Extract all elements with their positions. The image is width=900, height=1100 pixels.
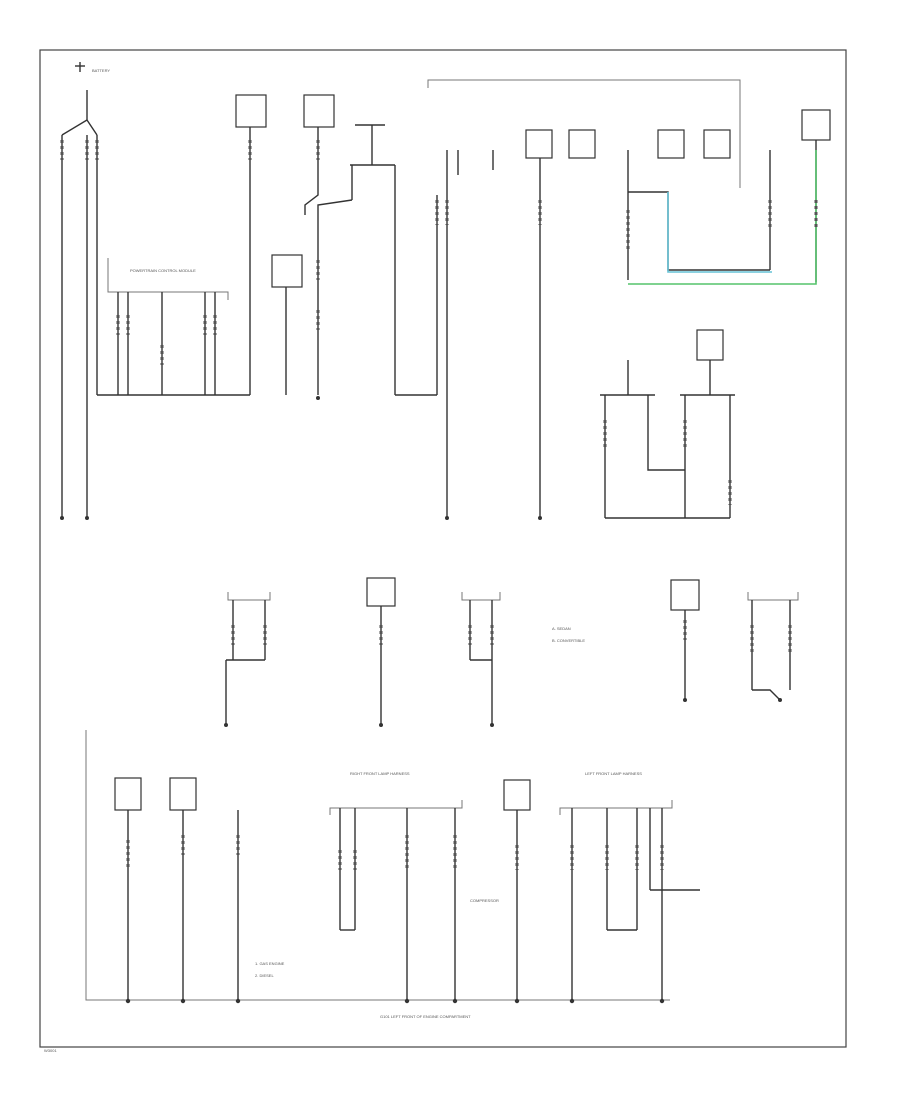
- ground-point: [316, 396, 320, 400]
- fuse-2: [525, 129, 553, 518]
- ground-point: [85, 516, 89, 520]
- svg-text:LEFT FRONT LAMP HARNESS: LEFT FRONT LAMP HARNESS: [585, 771, 642, 776]
- fuse-5: [628, 129, 770, 271]
- connector-4: [271, 254, 303, 395]
- module-far-right: [670, 579, 799, 701]
- bottom-section-frame: [85, 730, 670, 1001]
- blue-wire: [667, 192, 772, 273]
- ground-point: [538, 516, 542, 520]
- svg-text:POWERTRAIN CONTROL MODULE: POWERTRAIN CONTROL MODULE: [130, 268, 196, 273]
- ground-point: [379, 723, 383, 727]
- ground-point: [60, 516, 64, 520]
- fuse-3: [568, 129, 596, 159]
- svg-text:1. GAS ENGINE: 1. GAS ENGINE: [255, 961, 285, 966]
- fuse-block-bracket: [427, 79, 741, 188]
- battery-symbol: [75, 62, 85, 72]
- fuse-6: [703, 129, 731, 159]
- diagram-frame: [39, 49, 847, 1048]
- module-left: [225, 592, 271, 725]
- svg-text:RIGHT FRONT LAMP HARNESS: RIGHT FRONT LAMP HARNESS: [350, 771, 410, 776]
- connector-3: [316, 124, 395, 395]
- bottom-left-components: [114, 777, 240, 1000]
- svg-text:A. SEDAN: A. SEDAN: [552, 626, 571, 631]
- right-relays: [769, 109, 831, 282]
- ground-point: [778, 698, 782, 702]
- ground-point: [490, 723, 494, 727]
- module-center: [366, 577, 396, 725]
- bottom-legend: 1. GAS ENGINE 2. DIESEL: [255, 961, 285, 978]
- center-loop-wires: [394, 150, 459, 518]
- module-right: [461, 592, 501, 725]
- ground-point: [445, 516, 449, 520]
- ground-point: [683, 698, 687, 702]
- powertrain-module: POWERTRAIN CONTROL MODULE: [97, 258, 250, 396]
- ground-point: [224, 723, 228, 727]
- bottom-ground-points: [125, 998, 665, 1004]
- battery-feed-wires: [60, 90, 99, 518]
- right-front-lamp-harness: RIGHT FRONT LAMP HARNESS: [329, 771, 463, 1000]
- connector-1: [235, 94, 267, 395]
- sensor-cluster: [600, 329, 735, 519]
- corner-code: W3001: [44, 1048, 57, 1053]
- legend-sedan-conv: A. SEDAN B. CONVERTIBLE: [552, 626, 585, 643]
- right-connector-bottom: [503, 779, 531, 1000]
- left-front-lamp-harness: LEFT FRONT LAMP HARNESS: [559, 771, 700, 1000]
- green-wire: [628, 150, 817, 285]
- battery-label: BATTERY: [92, 68, 110, 73]
- ground-label-bottom: G101 LEFT FRONT OF ENGINE COMPARTMENT: [380, 1014, 471, 1019]
- svg-text:B. CONVERTIBLE: B. CONVERTIBLE: [552, 638, 585, 643]
- svg-text:2. DIESEL: 2. DIESEL: [255, 973, 274, 978]
- connector-2: [303, 94, 335, 215]
- compressor-label: COMPRESSOR: [470, 898, 499, 903]
